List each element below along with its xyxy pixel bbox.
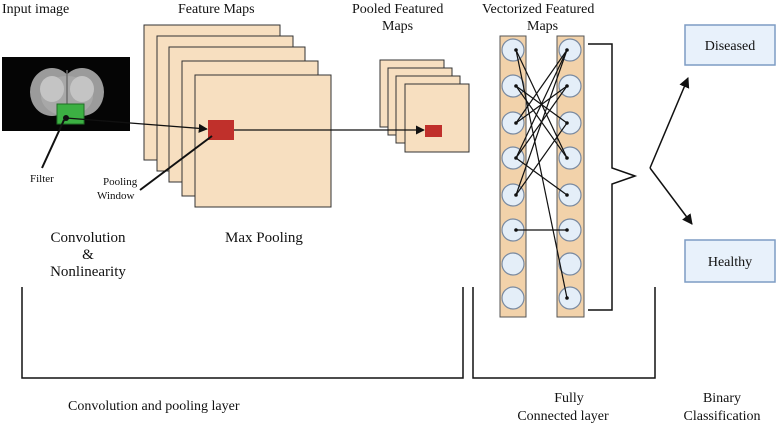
- connection-dot: [565, 228, 569, 232]
- filter-callout-line: [41, 119, 65, 169]
- neuron-left: [501, 286, 525, 310]
- neuron-right: [558, 286, 582, 310]
- neuron-right: [558, 252, 582, 276]
- neuron-right: [558, 111, 582, 135]
- neuron-right: [558, 146, 582, 170]
- pooling-callout-line: [139, 135, 213, 191]
- vectorized-maps-label-1: Vectorized Featured: [482, 2, 594, 17]
- vectorized-maps-label-2: Maps: [527, 19, 558, 34]
- connection-dot: [565, 296, 569, 300]
- healthy-label: Healthy: [708, 255, 752, 270]
- connection-dot: [565, 121, 569, 125]
- feature-maps-label: Feature Maps: [178, 2, 255, 17]
- diseased-box: [684, 24, 776, 66]
- neuron-right: [558, 74, 582, 98]
- fully-label-2: Connected layer: [517, 409, 609, 424]
- arrow-to-healthy: [649, 167, 693, 225]
- connection-dot: [514, 84, 518, 88]
- connection-dot: [565, 48, 569, 52]
- pooling-window-label-2: Window: [97, 190, 134, 202]
- pooled-cell: [425, 125, 442, 137]
- healthy-box: [684, 239, 776, 283]
- neuron-left: [501, 111, 525, 135]
- connection-dot: [514, 228, 518, 232]
- neuron-left: [501, 38, 525, 62]
- neuron-left: [501, 183, 525, 207]
- pooled-maps-label-2: Maps: [382, 19, 413, 34]
- neuron-right: [558, 183, 582, 207]
- fc-connections: [514, 48, 569, 300]
- connection-dot: [514, 121, 518, 125]
- convolution-label-3: Nonlinearity: [50, 264, 126, 280]
- input-image: [2, 57, 130, 131]
- neuron-left: [501, 146, 525, 170]
- pooling-window-label-1: Pooling: [103, 176, 138, 188]
- filter-label: Filter: [30, 173, 54, 185]
- fc-connection: [515, 122, 568, 196]
- neuron-left: [501, 252, 525, 276]
- fc-bracket: [588, 43, 638, 311]
- connection-dot: [565, 156, 569, 160]
- binary-label-1: Binary: [703, 391, 741, 406]
- filter-to-pool-arrow: [65, 117, 208, 133]
- convolution-label-1: Convolution: [50, 230, 126, 246]
- pooling-window: [208, 120, 234, 140]
- conv-pool-layer-label: Convolution and pooling layer: [68, 399, 240, 414]
- binary-label-2: Classification: [684, 409, 761, 424]
- fc-connection: [515, 49, 568, 196]
- arrow-to-diseased: [649, 77, 690, 169]
- fully-label-1: Fully: [554, 391, 584, 406]
- fc-layer-bracket: [472, 287, 656, 379]
- max-pooling-label: Max Pooling: [225, 230, 303, 246]
- connection-dot: [565, 84, 569, 88]
- feature-maps-stack: [143, 24, 332, 208]
- filter-square: [56, 103, 85, 125]
- convolution-label-2: &: [82, 247, 94, 263]
- connection-dot: [514, 48, 518, 52]
- conv-pool-bracket: [21, 287, 464, 379]
- neuron-left: [501, 74, 525, 98]
- connection-dot: [565, 193, 569, 197]
- connection-dot: [514, 156, 518, 160]
- connection-dot: [514, 193, 518, 197]
- fc-connection: [515, 85, 568, 124]
- pooled-maps-label-1: Pooled Featured: [352, 2, 443, 17]
- diseased-label: Diseased: [705, 39, 756, 54]
- fc-connection: [515, 49, 568, 124]
- input-image-label: Input image: [2, 2, 69, 17]
- fc-connection: [515, 49, 568, 299]
- pooled-maps-stack: [379, 59, 470, 153]
